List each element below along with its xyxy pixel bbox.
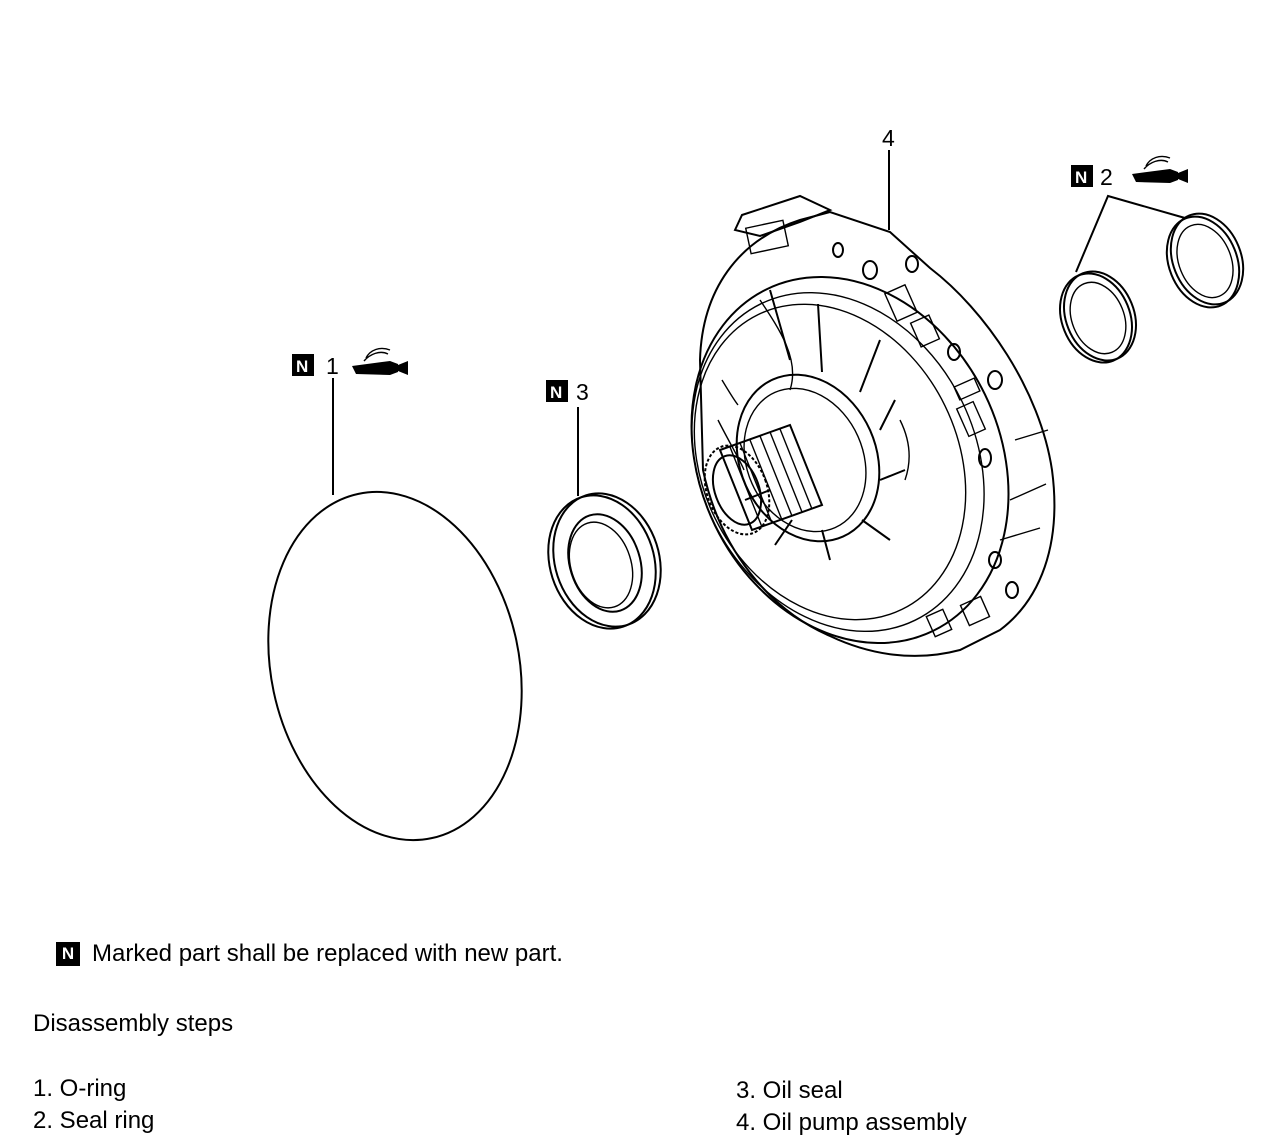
callout-label-4: 4 [882,125,895,151]
new-part-badge-icon [546,380,568,402]
new-part-badge-icon [1071,165,1093,187]
step-item: 4. Oil pump assembly [736,1109,967,1136]
badge-letter: N [550,383,562,402]
grease-tube-icon [352,347,408,375]
badge-letter: N [296,357,308,376]
new-part-badge-icon [292,354,314,376]
callout-label-1: 1 [326,353,339,379]
seal-ring-a [1059,270,1137,364]
step-item: 1. O-ring [33,1075,127,1102]
step-item: 3. Oil seal [736,1077,843,1104]
disassembly-steps-title: Disassembly steps [33,1010,234,1037]
oil-pump-assembly [690,194,1056,657]
oil-seal [547,492,662,630]
callout-3: N 3 [546,379,589,405]
callout-2: N 2 [1071,155,1188,190]
leader-line-2 [1075,194,1186,273]
new-part-note: N Marked part shall be replaced with new… [56,940,563,968]
callout-label-3: 3 [576,379,589,405]
o-ring [267,490,523,842]
seal-ring-b [1165,212,1245,309]
callout-1: N 1 [292,347,408,379]
new-part-badge-icon: N [56,942,80,966]
badge-letter: N [1075,168,1087,187]
new-part-note-text: Marked part shall be replaced with new p… [92,940,563,967]
step-item: 2. Seal ring [33,1107,155,1134]
grease-tube-icon [1132,155,1188,183]
callout-label-2: 2 [1100,164,1113,190]
